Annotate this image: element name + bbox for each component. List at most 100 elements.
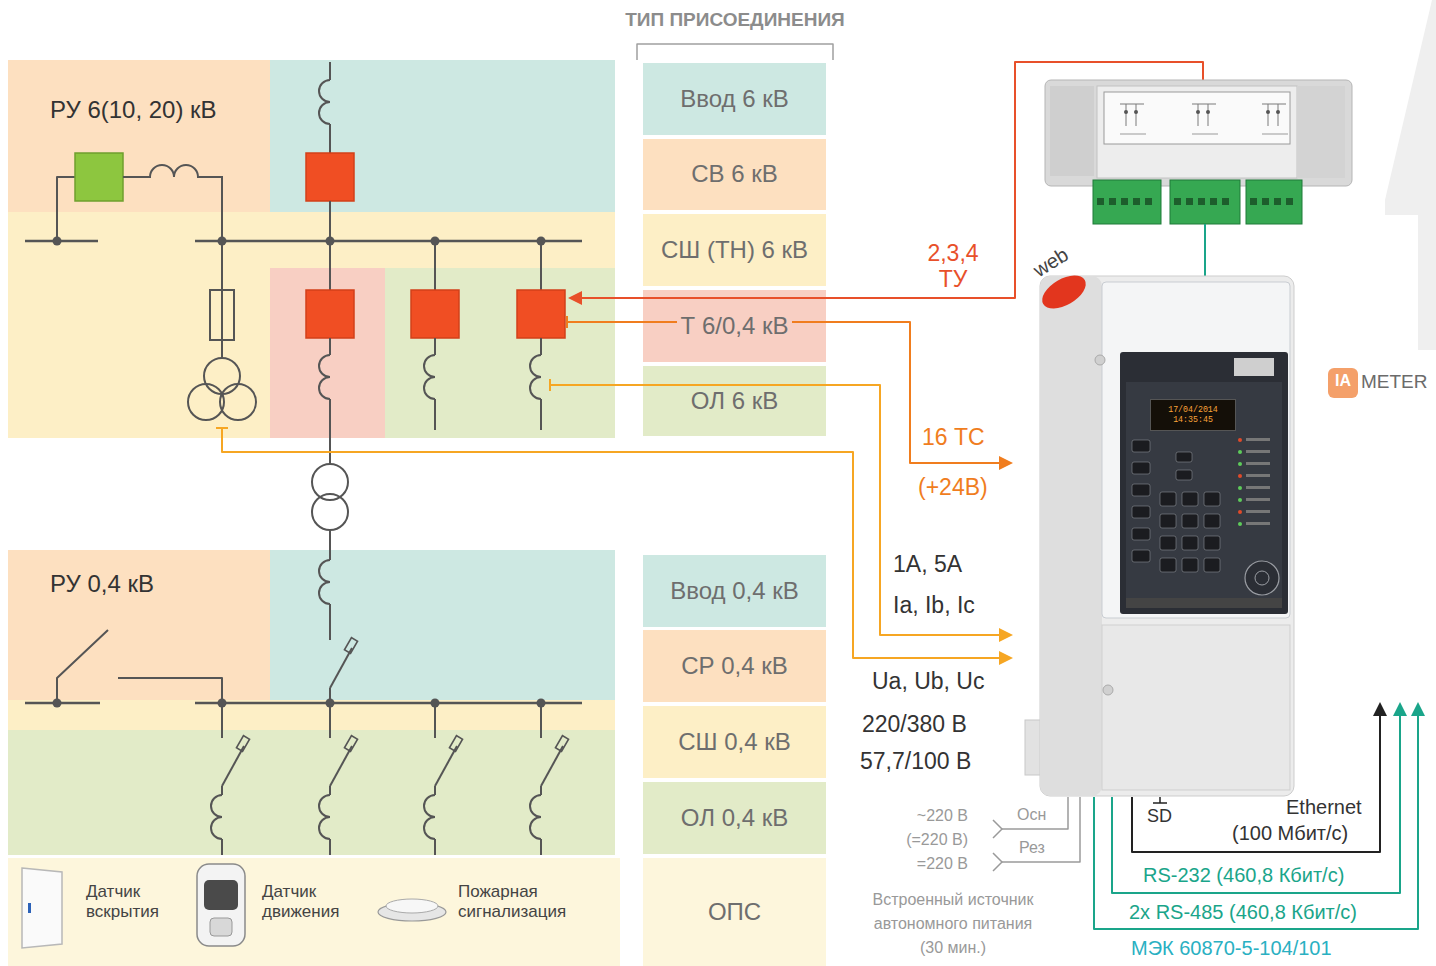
- node-fill: [643, 214, 826, 286]
- current-line: [550, 385, 999, 635]
- logo-square: [1328, 368, 1358, 398]
- power-label: ~220 В: [870, 807, 968, 825]
- terminal-screw: [1250, 198, 1257, 205]
- busbar: [195, 702, 582, 705]
- connection-type: СР 0,4 кВ: [677, 652, 792, 681]
- meter-device: [1025, 269, 1294, 796]
- current-transformer: [424, 795, 435, 839]
- connection-type-cell: СШ 0,4 кВ: [643, 706, 826, 778]
- wire: [329, 530, 331, 560]
- signal-label: 16 ТС: [922, 424, 985, 450]
- port-label: 2x RS-485 (460,8 Кбит/с): [1129, 901, 1357, 924]
- wire: [329, 786, 331, 795]
- node-fill: [643, 366, 826, 436]
- region-band: [270, 550, 615, 700]
- wire: [434, 703, 436, 738]
- region-band: [270, 268, 385, 438]
- front-panel-inner: [1126, 382, 1282, 608]
- module-shoulder: [1297, 86, 1345, 178]
- panel-strip: [1126, 598, 1282, 608]
- connection-type: Т 6/0,4 кВ: [677, 312, 793, 341]
- keypad-button: [1204, 558, 1220, 572]
- wire: [434, 786, 436, 795]
- arrow-head: [1373, 702, 1387, 716]
- terminal-screw: [1186, 198, 1193, 205]
- module-schematic: [1120, 134, 1146, 135]
- wire: [434, 338, 436, 355]
- node-fill: [643, 706, 826, 778]
- wire: [329, 604, 331, 640]
- current-transformer: [530, 795, 541, 839]
- terminal-screw: [1109, 198, 1116, 205]
- transformer-winding: [312, 494, 348, 530]
- current-transformer: [319, 80, 330, 124]
- signal-label: 220/380 В: [862, 711, 967, 737]
- breaker-contact: [555, 736, 568, 752]
- status-line: [567, 322, 999, 463]
- connection-type-cell: ОПС: [643, 858, 826, 966]
- arrow-head: [999, 456, 1013, 470]
- switch-blade: [57, 630, 108, 703]
- barcode-plate: [1234, 358, 1274, 376]
- terminal-screw: [1198, 198, 1205, 205]
- module-schematic: [1266, 110, 1270, 114]
- motion-sensor-lens: [204, 880, 238, 910]
- connection-type: СВ 6 кВ: [687, 160, 782, 189]
- led-caption-bar: [1246, 462, 1270, 465]
- function-button: [1132, 462, 1150, 474]
- column-heading: ТИП ПРИСОЕДИНЕНИЯ: [605, 9, 865, 31]
- wire: [434, 241, 436, 290]
- port-label: RS-232 (460,8 Кбит/с): [1143, 864, 1344, 887]
- module-schematic: [1192, 134, 1218, 135]
- connection-type: ОЛ 0,4 кВ: [677, 804, 792, 833]
- current-transformer: [319, 355, 330, 399]
- sd-symbol: [1153, 802, 1167, 804]
- status-led: [1238, 510, 1242, 514]
- module-schematic: [1196, 110, 1200, 114]
- power-label: (=220 В): [870, 831, 968, 849]
- module-housing: [1045, 80, 1352, 186]
- keypad-button: [1160, 492, 1176, 506]
- power-line: [1002, 797, 1068, 829]
- port-label: Ethernet: [1286, 796, 1362, 819]
- node-fill: [643, 139, 826, 210]
- logo-text: METER: [1361, 371, 1428, 393]
- power-label: Рез: [1019, 839, 1045, 857]
- keypad-button: [1204, 492, 1220, 506]
- status-led: [1238, 522, 1242, 526]
- connection-type-cell: СР 0,4 кВ: [643, 630, 826, 702]
- input-chevron: [993, 820, 1002, 838]
- keypad-button: [1182, 492, 1198, 506]
- switchgear-region: РУ 0,4 кВ: [8, 550, 270, 700]
- current-transformer: [319, 560, 330, 604]
- transformer-winding: [204, 358, 240, 394]
- module-schematic: [1136, 104, 1137, 126]
- wire: [540, 703, 542, 738]
- node-fill: [643, 630, 826, 702]
- connection-type: СШ (ТН) 6 кВ: [657, 236, 812, 265]
- terminal-screw: [1174, 198, 1181, 205]
- keypad-button: [1160, 558, 1176, 572]
- current-transformer: [319, 795, 330, 839]
- reactor-symbol: [123, 165, 222, 241]
- terminal-screw: [1286, 198, 1293, 205]
- terminal-screw: [1097, 198, 1104, 205]
- power-label: Осн: [1017, 806, 1046, 824]
- meter-cover: [1102, 282, 1290, 618]
- signal-label: Ua, Ub, Uc: [872, 668, 984, 694]
- module-schematic: [1276, 110, 1280, 114]
- module-label-panel: [1104, 92, 1290, 144]
- breaker-contact: [449, 736, 462, 752]
- wire: [329, 241, 331, 290]
- wire: [329, 124, 331, 153]
- security-alarm-band: Датчик вскрытияДатчик движенияПожарная с…: [8, 858, 620, 966]
- current-transformer: [211, 795, 222, 839]
- signal-label: Ia, Ib, Ic: [893, 592, 975, 618]
- module-front: [1097, 86, 1297, 178]
- module-schematic: [1120, 104, 1144, 105]
- function-button: [1132, 484, 1150, 496]
- region-band: [270, 60, 615, 212]
- meter-body: [1040, 276, 1294, 796]
- motion-sensor-base: [210, 918, 232, 936]
- background-regions: [8, 0, 1436, 855]
